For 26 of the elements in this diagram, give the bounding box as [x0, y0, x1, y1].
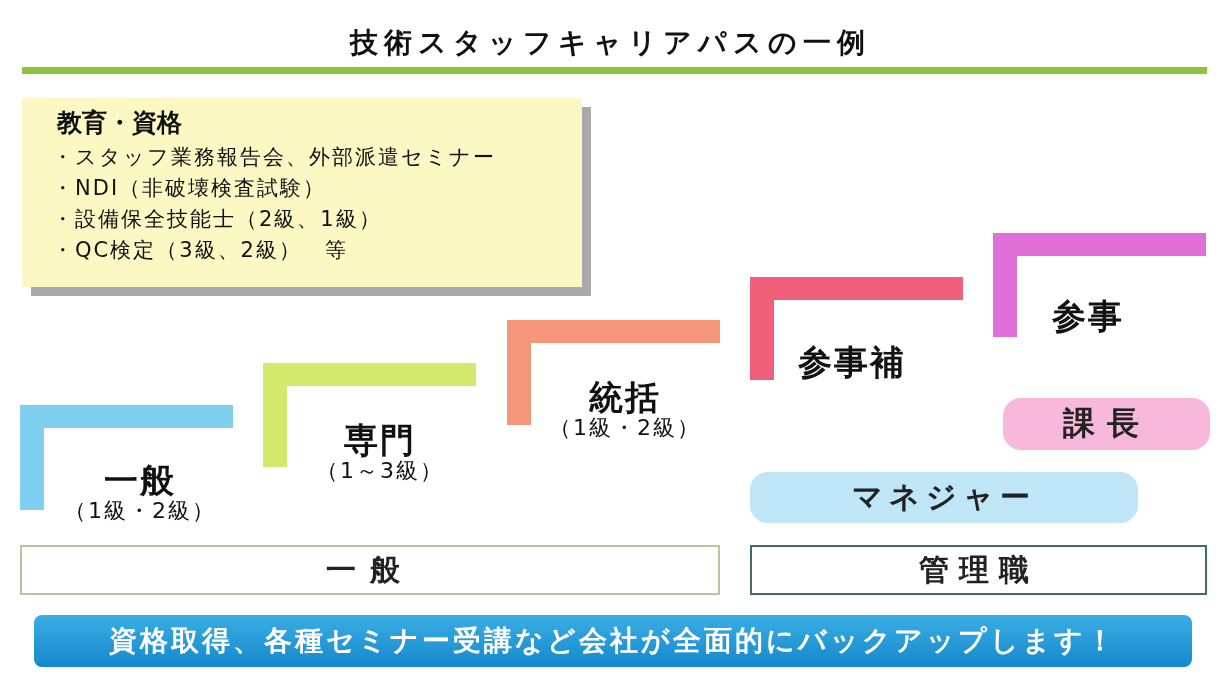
step-bracket: [750, 277, 963, 380]
role-pill: [1003, 398, 1210, 450]
list-item: ・設備保全技能士（2級、1級）: [52, 206, 382, 233]
message-banner: [34, 615, 1192, 667]
role-label: 管理職: [918, 550, 1039, 589]
grade-label: 専門: [343, 419, 417, 460]
grade-label: 統括: [588, 376, 662, 417]
grade-range: （1級・2級）: [548, 415, 702, 442]
list-item: ・スタッフ業務報告会、外部派遣セミナー: [52, 144, 496, 171]
step-bracket: [993, 233, 1206, 337]
grade-label: 一般: [103, 459, 177, 500]
title: 技術スタッフキャリアパスの一例: [348, 25, 872, 61]
list-item: ・NDI（非破壊検査試験）: [52, 175, 327, 202]
role-label: 一般: [326, 550, 414, 589]
role-label: 課長: [1062, 403, 1151, 444]
grade-label: 参事補: [797, 341, 907, 384]
category-band: [20, 545, 720, 595]
grade-label: 参事: [1051, 295, 1125, 338]
list-item: ・QC検定（3級、2級） 等: [52, 237, 348, 264]
box-heading: 教育・資格: [57, 107, 182, 139]
grade-range: （1級・2級）: [63, 497, 217, 525]
category-band: [750, 545, 1207, 595]
role-pill: [750, 472, 1138, 523]
banner-text: 資格取得、各種セミナー受講など会社が全面的にバックアップします！: [109, 623, 1117, 659]
grade-range: （1～3級）: [315, 458, 445, 485]
role-label: マネジャー: [852, 478, 1036, 516]
